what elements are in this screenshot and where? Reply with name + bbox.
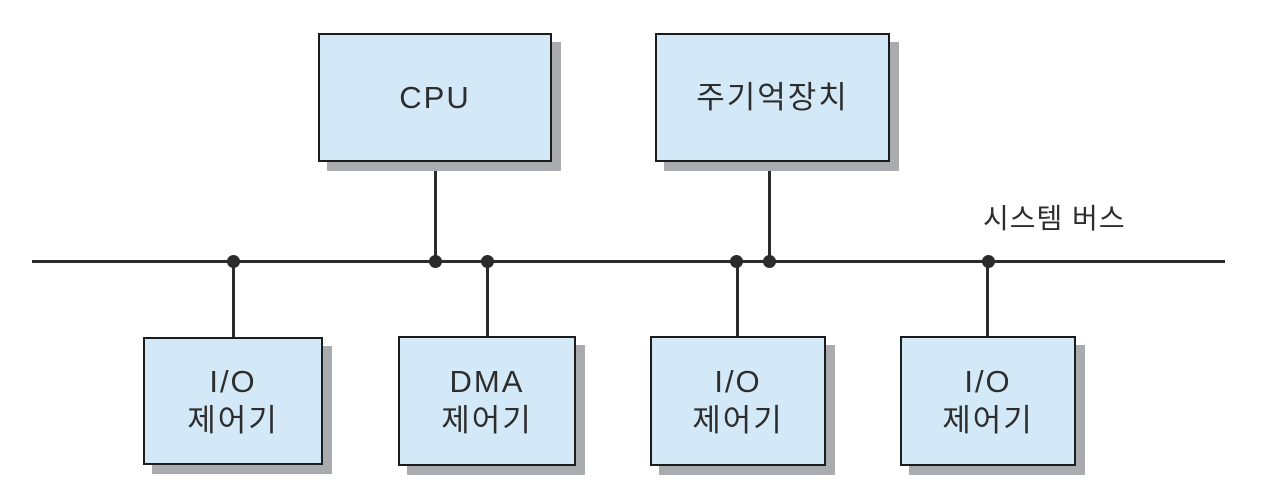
system-bus-line (32, 260, 1225, 263)
junction-dot-dma-controller (481, 255, 494, 268)
connector-line-cpu (434, 162, 437, 261)
connector-line-dma-controller (486, 261, 489, 336)
connector-line-io-controller-3 (986, 261, 989, 336)
dma-controller-box: DMA 제어기 (398, 336, 576, 466)
junction-dot-io-controller-3 (982, 255, 995, 268)
io-controller-2-box: I/O 제어기 (650, 336, 826, 466)
io-controller-3-label-line1: I/O (964, 364, 1012, 399)
connector-line-main-memory (768, 162, 771, 261)
connector-line-io-controller-2 (736, 261, 739, 336)
dma-controller-label-line2: 제어기 (441, 403, 533, 438)
io-controller-2-label-line2: 제어기 (692, 403, 784, 438)
io-controller-1-label-line2: 제어기 (187, 403, 279, 438)
junction-dot-main-memory (763, 255, 776, 268)
main-memory-box-label: 주기억장치 (696, 80, 849, 115)
junction-dot-io-controller-2 (730, 255, 743, 268)
io-controller-3-label-line2: 제어기 (942, 403, 1034, 438)
cpu-box: CPU (318, 33, 552, 162)
io-controller-1-label-line1: I/O (209, 364, 257, 399)
io-controller-2-label-line1: I/O (714, 364, 762, 399)
connector-line-io-controller-1 (232, 261, 235, 337)
io-controller-3-box: I/O 제어기 (900, 336, 1076, 466)
dma-controller-label-line1: DMA (449, 364, 525, 399)
cpu-box-label: CPU (399, 80, 471, 115)
io-controller-1-box: I/O 제어기 (143, 337, 323, 465)
junction-dot-io-controller-1 (227, 255, 240, 268)
system-bus-label: 시스템 버스 (983, 203, 1126, 234)
main-memory-box: 주기억장치 (655, 33, 890, 162)
junction-dot-cpu (429, 255, 442, 268)
